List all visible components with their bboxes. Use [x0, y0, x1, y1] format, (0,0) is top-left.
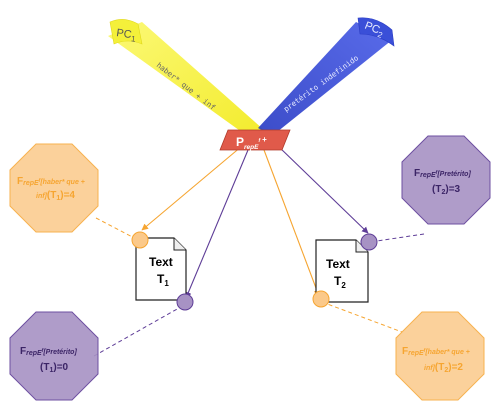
center-p-box: PrepEf+ — [219, 129, 291, 151]
oct-br-F: F — [402, 346, 408, 357]
doc2-label: Text — [326, 257, 350, 271]
node-doc1-purple — [176, 293, 194, 311]
beam-yellow — [108, 22, 264, 138]
dash-tr — [369, 233, 425, 243]
oct-br-bracket1: [haber* que + — [424, 349, 470, 356]
oct-bl-result: )=0 — [53, 362, 68, 373]
octagon-bottom-left — [9, 311, 99, 401]
oct-br-argsub: 2 — [444, 367, 448, 374]
document-text-1: Text T1 — [135, 237, 187, 301]
svg-text:FrepEf[Pretérito]: FrepEf[Pretérito] — [414, 168, 471, 179]
dash-bl — [93, 303, 187, 357]
oct-tr-arg: (T — [432, 184, 441, 195]
line-center-to-doc1-orange — [141, 145, 243, 231]
oct-br-arg: (T — [435, 362, 444, 373]
svg-text:FrepEf[Pretérito]: FrepEf[Pretérito] — [20, 346, 77, 357]
oct-tr-bracket1: [Pretérito] — [436, 171, 471, 178]
svg-text:T1: T1 — [157, 272, 169, 288]
oct-tr-sub: repE — [420, 172, 436, 179]
center-plus: + — [262, 135, 267, 144]
svg-text:PC2: PC2 — [362, 20, 386, 41]
octagon-bottom-right — [395, 311, 485, 401]
pc2-sub: 2 — [376, 30, 384, 40]
oct-bl-bracket1: [Pretérito] — [42, 349, 77, 356]
octagon-top-right — [401, 135, 491, 225]
oct-tr-argsub: 2 — [441, 189, 445, 196]
oct-tl-result: )=4 — [60, 190, 75, 201]
oct-br-result: )=2 — [448, 362, 463, 373]
doc2-line2: T — [334, 274, 342, 288]
doc1-sub: 1 — [164, 279, 169, 288]
line-center-to-doc2-orange — [263, 149, 320, 297]
oct-bl-sub: repE — [26, 350, 42, 357]
oct-tl-bracket1: [haber* que + — [39, 179, 85, 186]
svg-text:(T2)=3: (T2)=3 — [432, 184, 461, 196]
svg-text:PrepEf+: PrepEf+ — [236, 135, 267, 151]
oct-tl-sub: repE — [23, 180, 39, 187]
oct-br-sub: repE — [408, 350, 424, 357]
pc1-sub: 1 — [130, 34, 136, 44]
svg-text:inf](T2)=2: inf](T2)=2 — [424, 362, 463, 374]
oct-bl-sup: f — [42, 348, 45, 354]
dash-br — [321, 301, 403, 333]
line-center-to-doc2-purple — [277, 145, 369, 234]
oct-br-sup: f — [424, 348, 427, 354]
dash-tl — [95, 217, 139, 241]
oct-bl-arg: (T — [40, 362, 49, 373]
oct-tr-F: F — [414, 168, 420, 179]
oct-bl-argsub: 1 — [49, 367, 53, 374]
line-center-to-doc1-purple — [185, 149, 249, 299]
document-text-2: Text T2 — [315, 239, 369, 303]
oct-bl-F: F — [20, 346, 26, 357]
pc1-label: PC — [116, 27, 133, 41]
oct-tl-argsub: 1 — [56, 195, 60, 202]
center-label: P — [236, 135, 244, 149]
svg-text:PC1: PC1 — [115, 27, 137, 44]
oct-tl-F: F — [17, 176, 23, 187]
svg-text:inf](T1)=4: inf](T1)=4 — [36, 190, 75, 202]
node-doc1-orange — [131, 231, 149, 249]
doc1-label: Text — [149, 255, 173, 269]
oct-tr-sup: f — [436, 170, 439, 176]
pc2-label: PC — [363, 20, 382, 37]
node-doc2-purple — [360, 233, 378, 251]
oct-br-bracket2: inf] — [424, 365, 436, 372]
center-sub: repE — [244, 144, 259, 151]
svg-text:(T1)=0: (T1)=0 — [40, 362, 69, 374]
svg-text:FrepEf[haber* que +: FrepEf[haber* que + — [402, 346, 470, 357]
center-sup: f — [258, 138, 261, 144]
oct-tl-arg: (T — [47, 190, 56, 201]
octagon-top-left — [9, 143, 99, 233]
pc1-flag — [109, 19, 143, 45]
oct-tl-sup: f — [39, 178, 42, 184]
oct-tr-result: )=3 — [445, 184, 460, 195]
beam-blue — [258, 22, 392, 136]
oct-tl-bracket2: inf] — [36, 193, 48, 200]
pc2-flag — [357, 17, 395, 47]
doc2-sub: 2 — [341, 281, 346, 290]
svg-text:T2: T2 — [334, 274, 346, 290]
doc1-line2: T — [157, 272, 165, 286]
node-doc2-orange — [312, 290, 330, 308]
svg-text:FrepEf[haber* que +: FrepEf[haber* que + — [17, 176, 85, 187]
